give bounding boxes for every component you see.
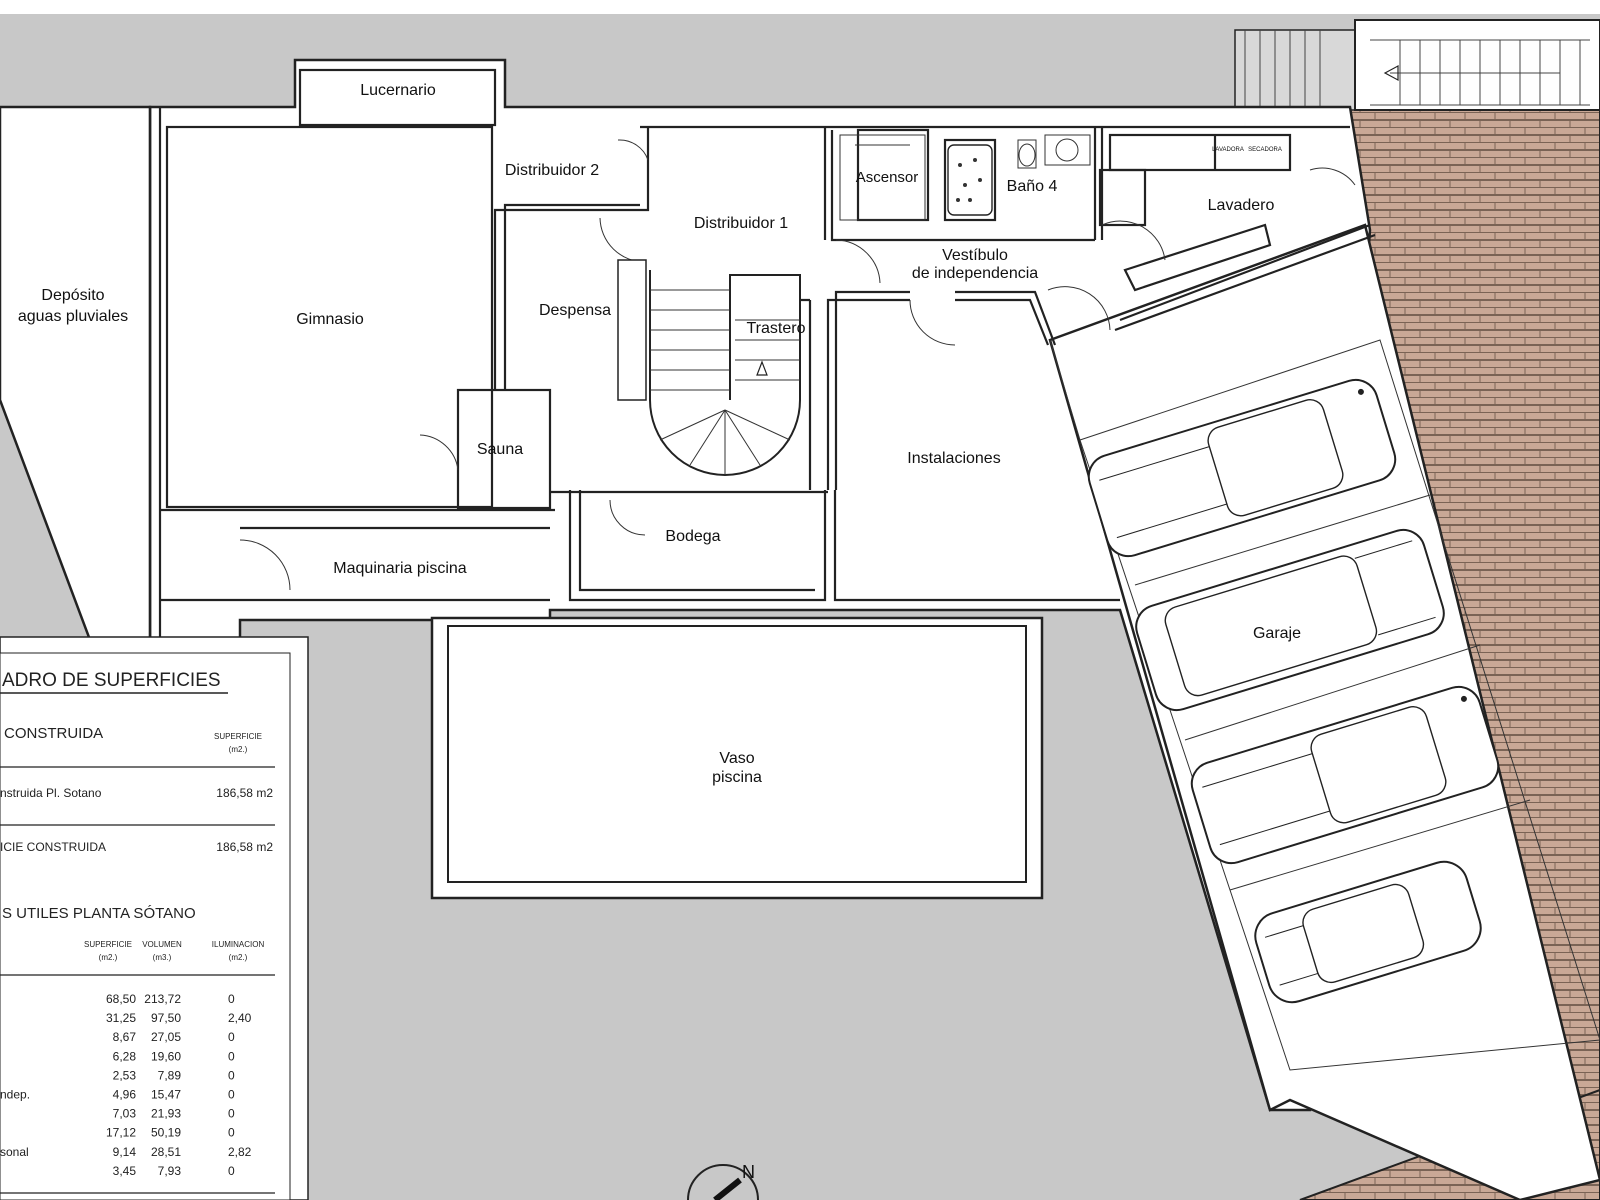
table-col-unit: (m2.) <box>229 953 248 962</box>
table-col-header: VOLUMEN <box>142 940 182 949</box>
table-col-unit: (m3.) <box>153 953 172 962</box>
car-1 <box>1087 378 1397 558</box>
table-sup-header-1: SUPERFICIE <box>214 732 262 741</box>
table-cell-superficie: 4,96 <box>113 1088 137 1102</box>
table-section-construida: CONSTRUIDA <box>4 725 103 742</box>
table-row-label: ndep. <box>0 1088 30 1102</box>
table-sup-header-2: (m2.) <box>229 745 248 754</box>
table-rows: 68,50 213,72 0 31,25 97,50 2,40 8,67 27,05 0 6,28… <box>0 992 252 1178</box>
table-title: ADRO DE SUPERFICIES <box>2 670 221 691</box>
label-bodega: Bodega <box>665 528 720 545</box>
car-3 <box>1190 685 1500 865</box>
label-instalaciones: Instalaciones <box>907 450 1000 467</box>
label-vaso-1: Vaso <box>719 750 754 767</box>
building-floor <box>148 58 1372 1112</box>
table-cell-superficie: 17,12 <box>106 1126 136 1140</box>
exterior-stair <box>1234 19 1600 111</box>
label-bano-4: Baño 4 <box>1007 178 1058 195</box>
table-cell-superficie: 3,45 <box>113 1164 137 1178</box>
label-lavadora: LAVADORA <box>1212 147 1244 153</box>
table-col-header: SUPERFICIE <box>84 940 132 949</box>
top-margin <box>0 0 1600 14</box>
table-cell-volumen: 213,72 <box>144 992 181 1006</box>
table-cell-volumen: 7,93 <box>158 1164 182 1178</box>
table-cell-superficie: 6,28 <box>113 1049 137 1063</box>
label-vestibulo-1: Vestíbulo <box>942 247 1008 264</box>
north-label: N <box>742 1162 755 1182</box>
label-sauna: Sauna <box>477 441 523 458</box>
table-cell-volumen: 15,47 <box>151 1088 181 1102</box>
label-lavadero: Lavadero <box>1208 197 1275 214</box>
label-distribuidor-2: Distribuidor 2 <box>505 162 599 179</box>
table-col-header: ILUMINACION <box>212 940 265 949</box>
interior-stair <box>617 259 801 476</box>
label-trastero: Trastero <box>747 320 806 337</box>
table-cell-volumen: 7,89 <box>158 1068 182 1082</box>
table-cell-iluminacion: 0 <box>228 1164 235 1178</box>
bathtub-fixture <box>947 144 993 216</box>
table-row1-value: 186,58 m2 <box>216 786 273 800</box>
table-section-utiles: S UTILES PLANTA SÓTANO <box>2 905 196 922</box>
table-cell-superficie: 31,25 <box>106 1011 136 1025</box>
surface-table: ADRO DE SUPERFICIES CONSTRUIDA SUPERFICI… <box>0 636 309 1200</box>
north-arrow-icon <box>687 1164 759 1200</box>
table-cell-iluminacion: 0 <box>228 1030 235 1044</box>
table-cell-iluminacion: 0 <box>228 1049 235 1063</box>
table-cell-superficie: 7,03 <box>113 1107 137 1121</box>
pool-basin <box>447 625 1027 883</box>
label-vaso-2: piscina <box>712 769 762 786</box>
table-row-label: sonal <box>0 1145 29 1159</box>
table-cell-superficie: 8,67 <box>113 1030 137 1044</box>
table-cell-superficie: 9,14 <box>113 1145 137 1159</box>
elevator-fixture <box>839 134 926 221</box>
table-cell-superficie: 68,50 <box>106 992 136 1006</box>
label-lucernario: Lucernario <box>360 82 436 99</box>
table-cell-iluminacion: 0 <box>228 1088 235 1102</box>
label-distribuidor-1: Distribuidor 1 <box>694 215 788 232</box>
table-cell-volumen: 28,51 <box>151 1145 181 1159</box>
table-cell-volumen: 27,05 <box>151 1030 181 1044</box>
table-cell-iluminacion: 2,40 <box>228 1011 252 1025</box>
label-gimnasio: Gimnasio <box>296 311 364 328</box>
table-col-unit: (m2.) <box>99 953 118 962</box>
label-secadora: SECADORA <box>1248 147 1282 153</box>
label-deposito-1: Depósito <box>41 287 104 304</box>
rain-tank <box>0 105 152 642</box>
label-maquinaria: Maquinaria piscina <box>333 560 467 577</box>
table-cell-volumen: 21,93 <box>151 1107 181 1121</box>
table-cell-iluminacion: 0 <box>228 1107 235 1121</box>
room-labels: Lucernario Distribuidor 2 Distribuidor 1… <box>18 82 1301 786</box>
toilet-sink-fixture <box>1017 134 1091 169</box>
label-garaje: Garaje <box>1253 625 1301 642</box>
table-row1-label: nstruida Pl. Sotano <box>0 786 102 800</box>
car-4 <box>1254 860 1482 1004</box>
table-cell-volumen: 97,50 <box>151 1011 181 1025</box>
table-row2-value: 186,58 m2 <box>216 840 273 854</box>
table-cell-volumen: 50,19 <box>151 1126 181 1140</box>
label-ascensor: Ascensor <box>856 169 919 186</box>
label-deposito-2: aguas pluviales <box>18 308 128 325</box>
table-cell-iluminacion: 0 <box>228 992 235 1006</box>
table-col-headers: SUPERFICIE (m2.) VOLUMEN (m3.) ILUMINACION (m… <box>84 940 264 962</box>
label-vestibulo-2: de independencia <box>912 265 1038 282</box>
interior-walls <box>148 68 1376 640</box>
label-despensa: Despensa <box>539 302 611 319</box>
table-cell-iluminacion: 0 <box>228 1068 235 1082</box>
parking-dividers <box>1134 494 1531 891</box>
table-cell-volumen: 19,60 <box>151 1049 181 1063</box>
table-row2-label: ICIE CONSTRUIDA <box>0 840 106 854</box>
table-cell-iluminacion: 0 <box>228 1126 235 1140</box>
table-cell-iluminacion: 2,82 <box>228 1145 252 1159</box>
table-cell-superficie: 2,53 <box>113 1068 137 1082</box>
car-2 <box>1135 528 1445 712</box>
